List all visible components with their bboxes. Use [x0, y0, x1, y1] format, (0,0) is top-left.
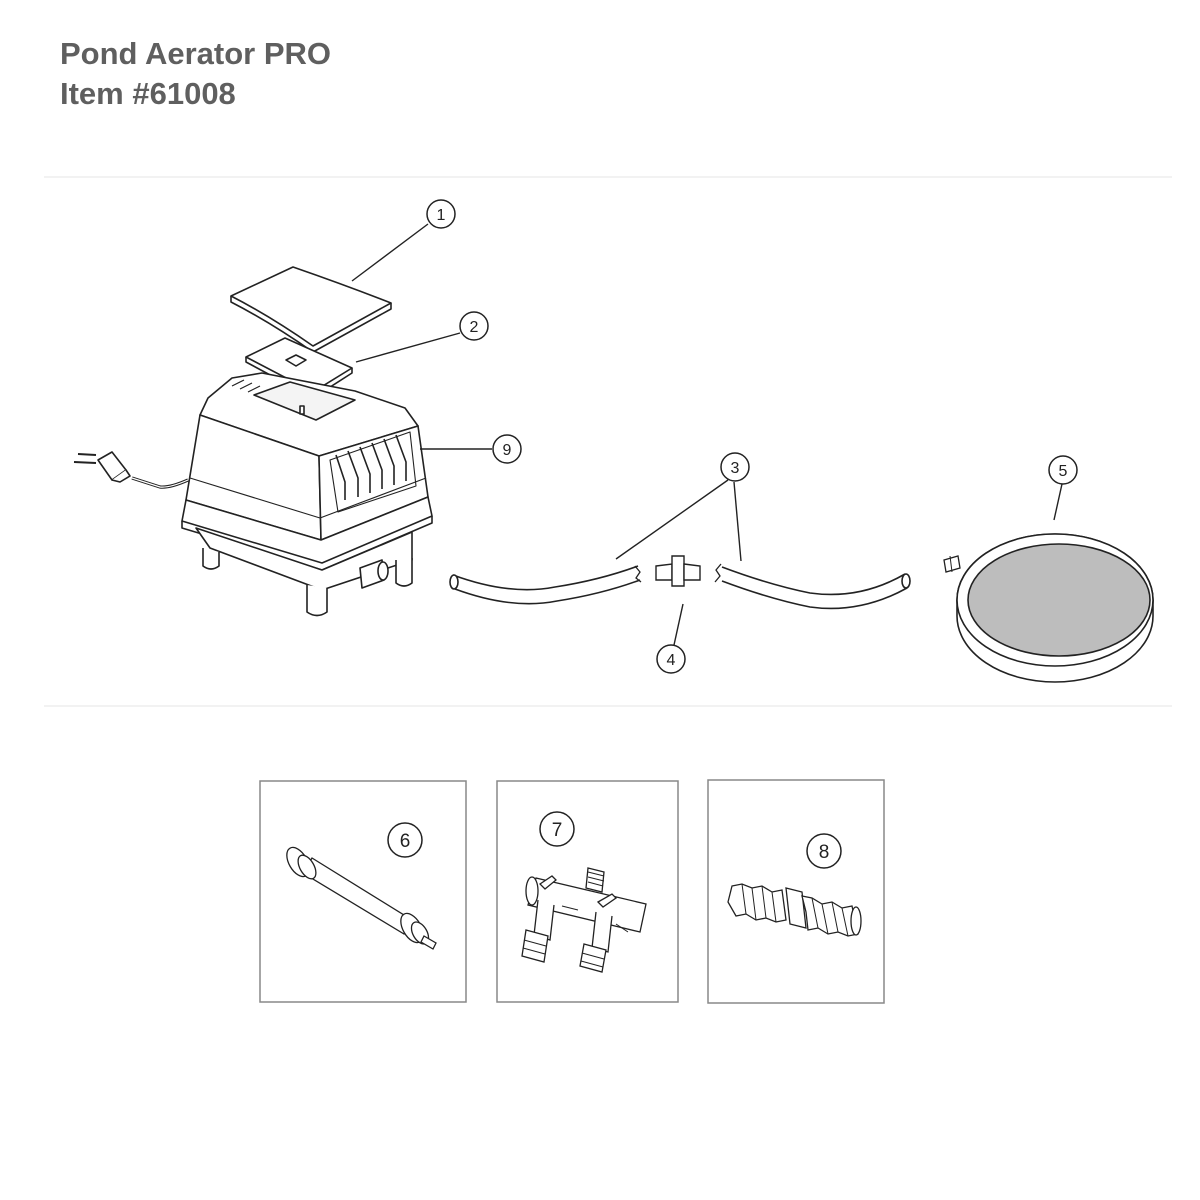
svg-text:4: 4 — [667, 652, 676, 669]
callout-2: 2 — [459, 311, 489, 341]
leader-lines — [351, 223, 1063, 646]
svg-text:9: 9 — [503, 442, 512, 459]
callout-4: 4 — [656, 644, 686, 674]
callout-1: 1 — [426, 199, 456, 229]
callout-3: 3 — [720, 452, 750, 482]
svg-text:6: 6 — [400, 831, 411, 852]
accessory-box-6: 6 — [259, 780, 467, 1003]
accessory-box-8: 8 — [707, 779, 885, 1004]
callout-5: 5 — [1048, 455, 1078, 485]
page-title: Pond Aerator PRO — [60, 36, 331, 71]
part-connector — [655, 555, 701, 587]
svg-text:7: 7 — [552, 820, 563, 841]
part-pump — [73, 372, 433, 617]
header: Pond Aerator PRO Item #61008 — [60, 34, 331, 114]
svg-text:1: 1 — [437, 207, 446, 224]
svg-text:8: 8 — [819, 842, 830, 863]
callout-9: 9 — [492, 434, 522, 464]
part-tubing — [449, 563, 911, 610]
svg-text:3: 3 — [731, 460, 740, 477]
svg-text:5: 5 — [1059, 463, 1068, 480]
part-diffuser-stick — [286, 846, 437, 950]
accessory-box-7: 7 — [496, 780, 679, 1003]
part-air-stone — [943, 533, 1154, 683]
part-gang-valve — [521, 867, 647, 973]
item-number: Item #61008 — [60, 76, 236, 111]
part-cover — [230, 266, 392, 353]
part-hose-barb — [727, 883, 862, 937]
svg-text:2: 2 — [470, 319, 479, 336]
